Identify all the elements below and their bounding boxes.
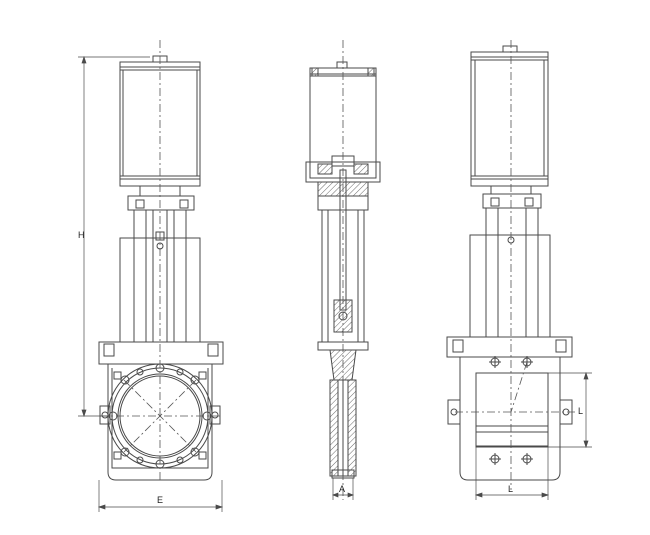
dimension-h <box>78 55 150 418</box>
dimension-l-side <box>548 371 592 449</box>
front-valve-body <box>107 363 213 481</box>
dimension-l-side-label: L <box>578 406 583 416</box>
rear-gland-plate <box>446 336 573 358</box>
dimension-a-label: A <box>339 484 345 494</box>
dimension-l-bottom <box>474 447 550 500</box>
side-clevis <box>333 299 353 333</box>
dimension-l-bottom-label: L <box>508 484 513 494</box>
rear-port <box>475 372 549 448</box>
front-gland-plate <box>98 341 224 365</box>
dimension-h-label: H <box>78 230 85 240</box>
dimension-e-label: E <box>157 495 163 505</box>
rear-valve-body <box>459 356 561 481</box>
rear-cylinder-body <box>470 56 549 180</box>
side-section-view: A <box>305 40 381 500</box>
rear-bolt-holes <box>489 356 533 465</box>
dimension-a <box>332 478 354 500</box>
dimension-e <box>97 480 224 512</box>
front-view: H E <box>78 40 224 512</box>
rear-view: L L <box>446 40 592 500</box>
